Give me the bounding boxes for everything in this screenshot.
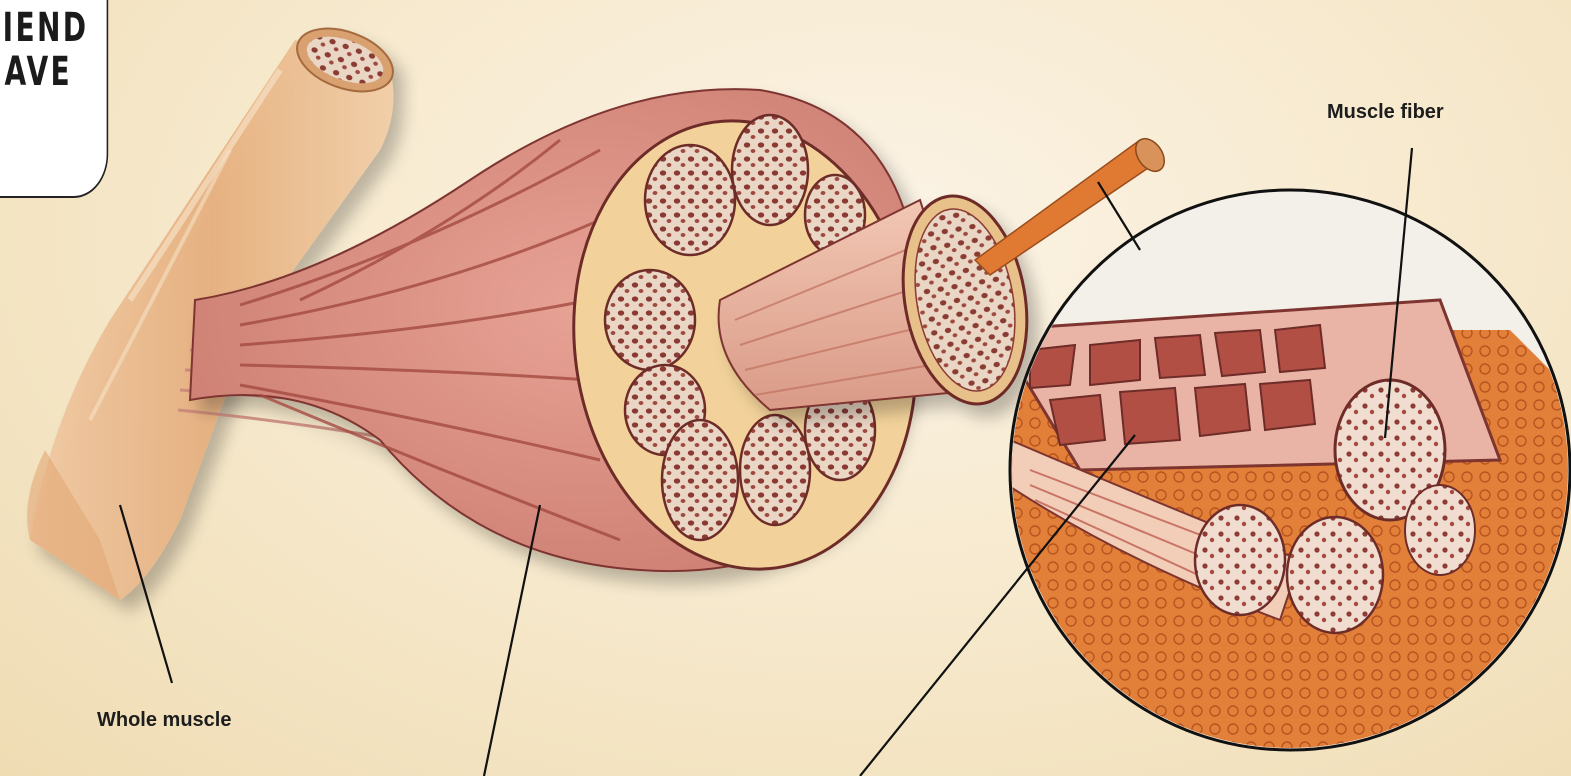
speech-line-1: RIEND: [0, 6, 107, 50]
speech-line-3: E: [0, 94, 107, 138]
whole-muscle-label: Whole muscle: [97, 709, 231, 732]
zoom-connector-line: [1098, 182, 1140, 250]
speech-line-2: HAVE: [0, 50, 107, 94]
speech-bubble: RIEND HAVE E: [0, 0, 108, 198]
fascicle-leader: [484, 505, 540, 776]
zoom-circle: [990, 190, 1571, 760]
muscle-fiber-label: Muscle fiber: [1327, 101, 1444, 124]
